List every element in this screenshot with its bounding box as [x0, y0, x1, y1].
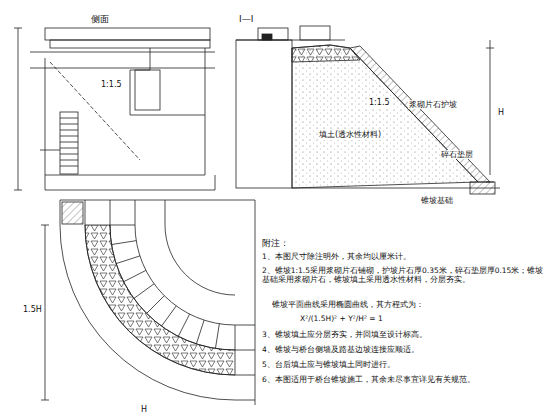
drawing-label: I—I — [238, 14, 254, 25]
drawing-label: H — [497, 108, 505, 118]
ladder-rung — [60, 124, 78, 125]
drawing-label: 1:1.5 — [368, 98, 391, 108]
note-text: 附注： — [262, 238, 289, 249]
radial-line — [196, 320, 204, 344]
drawing-label: 填土(透水性材料) — [318, 130, 382, 140]
drawing-label: 碎石垫层 — [440, 150, 474, 159]
note-text: 5、台后填土应与锥坡填土同时进行。 — [262, 360, 542, 369]
ladder-rung — [60, 166, 78, 167]
ladder-rung — [60, 154, 78, 155]
radial-line — [134, 284, 154, 299]
radial-line — [112, 241, 137, 245]
note-text: 6、本图适用于桥台锥坡施工，其余未尽事宜详见有关规范。 — [262, 375, 542, 384]
ladder-rung — [60, 160, 78, 161]
radial-line — [235, 325, 236, 350]
section-view — [236, 26, 500, 194]
note-text: 3、锥坡填土应分层夯实，并回填至设计标高。 — [262, 330, 542, 339]
radial-line — [124, 270, 146, 281]
ladder-rung — [60, 118, 78, 119]
drawing-label: 浆砌片石护坡 — [408, 100, 458, 109]
drawing-label: 锥坡基础 — [420, 196, 454, 205]
note-text: 2、锥坡1:1.5采用浆砌片石铺砌，护坡片石厚0.35米，碎石垫层厚0.15米；… — [262, 266, 547, 285]
ladder-rung — [60, 142, 78, 143]
radial-line — [147, 296, 165, 314]
drawing-label: H — [140, 405, 148, 415]
ladder-rung — [60, 136, 78, 137]
drawing-label: 1.5H — [22, 305, 43, 315]
radial-line — [116, 256, 140, 264]
radial-line — [162, 306, 177, 326]
radial-line — [110, 225, 135, 226]
ladder-rung — [60, 148, 78, 149]
side-view — [14, 28, 215, 190]
note-text: 1、本图尺寸除注明外，其余均以厘米计。 — [262, 252, 542, 261]
drawing-label: 1:1.5 — [100, 80, 123, 90]
ladder-rung — [60, 130, 78, 131]
radial-line — [215, 324, 219, 349]
note-text: 锥坡平面曲线采用椭圆曲线，其方程式为： — [272, 300, 542, 309]
radial-line — [178, 314, 189, 336]
note-text: 4、锥坡与桥台侧墙及路基边坡连接应顺适。 — [262, 345, 542, 354]
note-text: X²/(1.5H)² + Y²/H² = 1 — [300, 314, 540, 323]
plan-view — [41, 200, 255, 405]
drawing-label: 侧面 — [90, 14, 110, 25]
